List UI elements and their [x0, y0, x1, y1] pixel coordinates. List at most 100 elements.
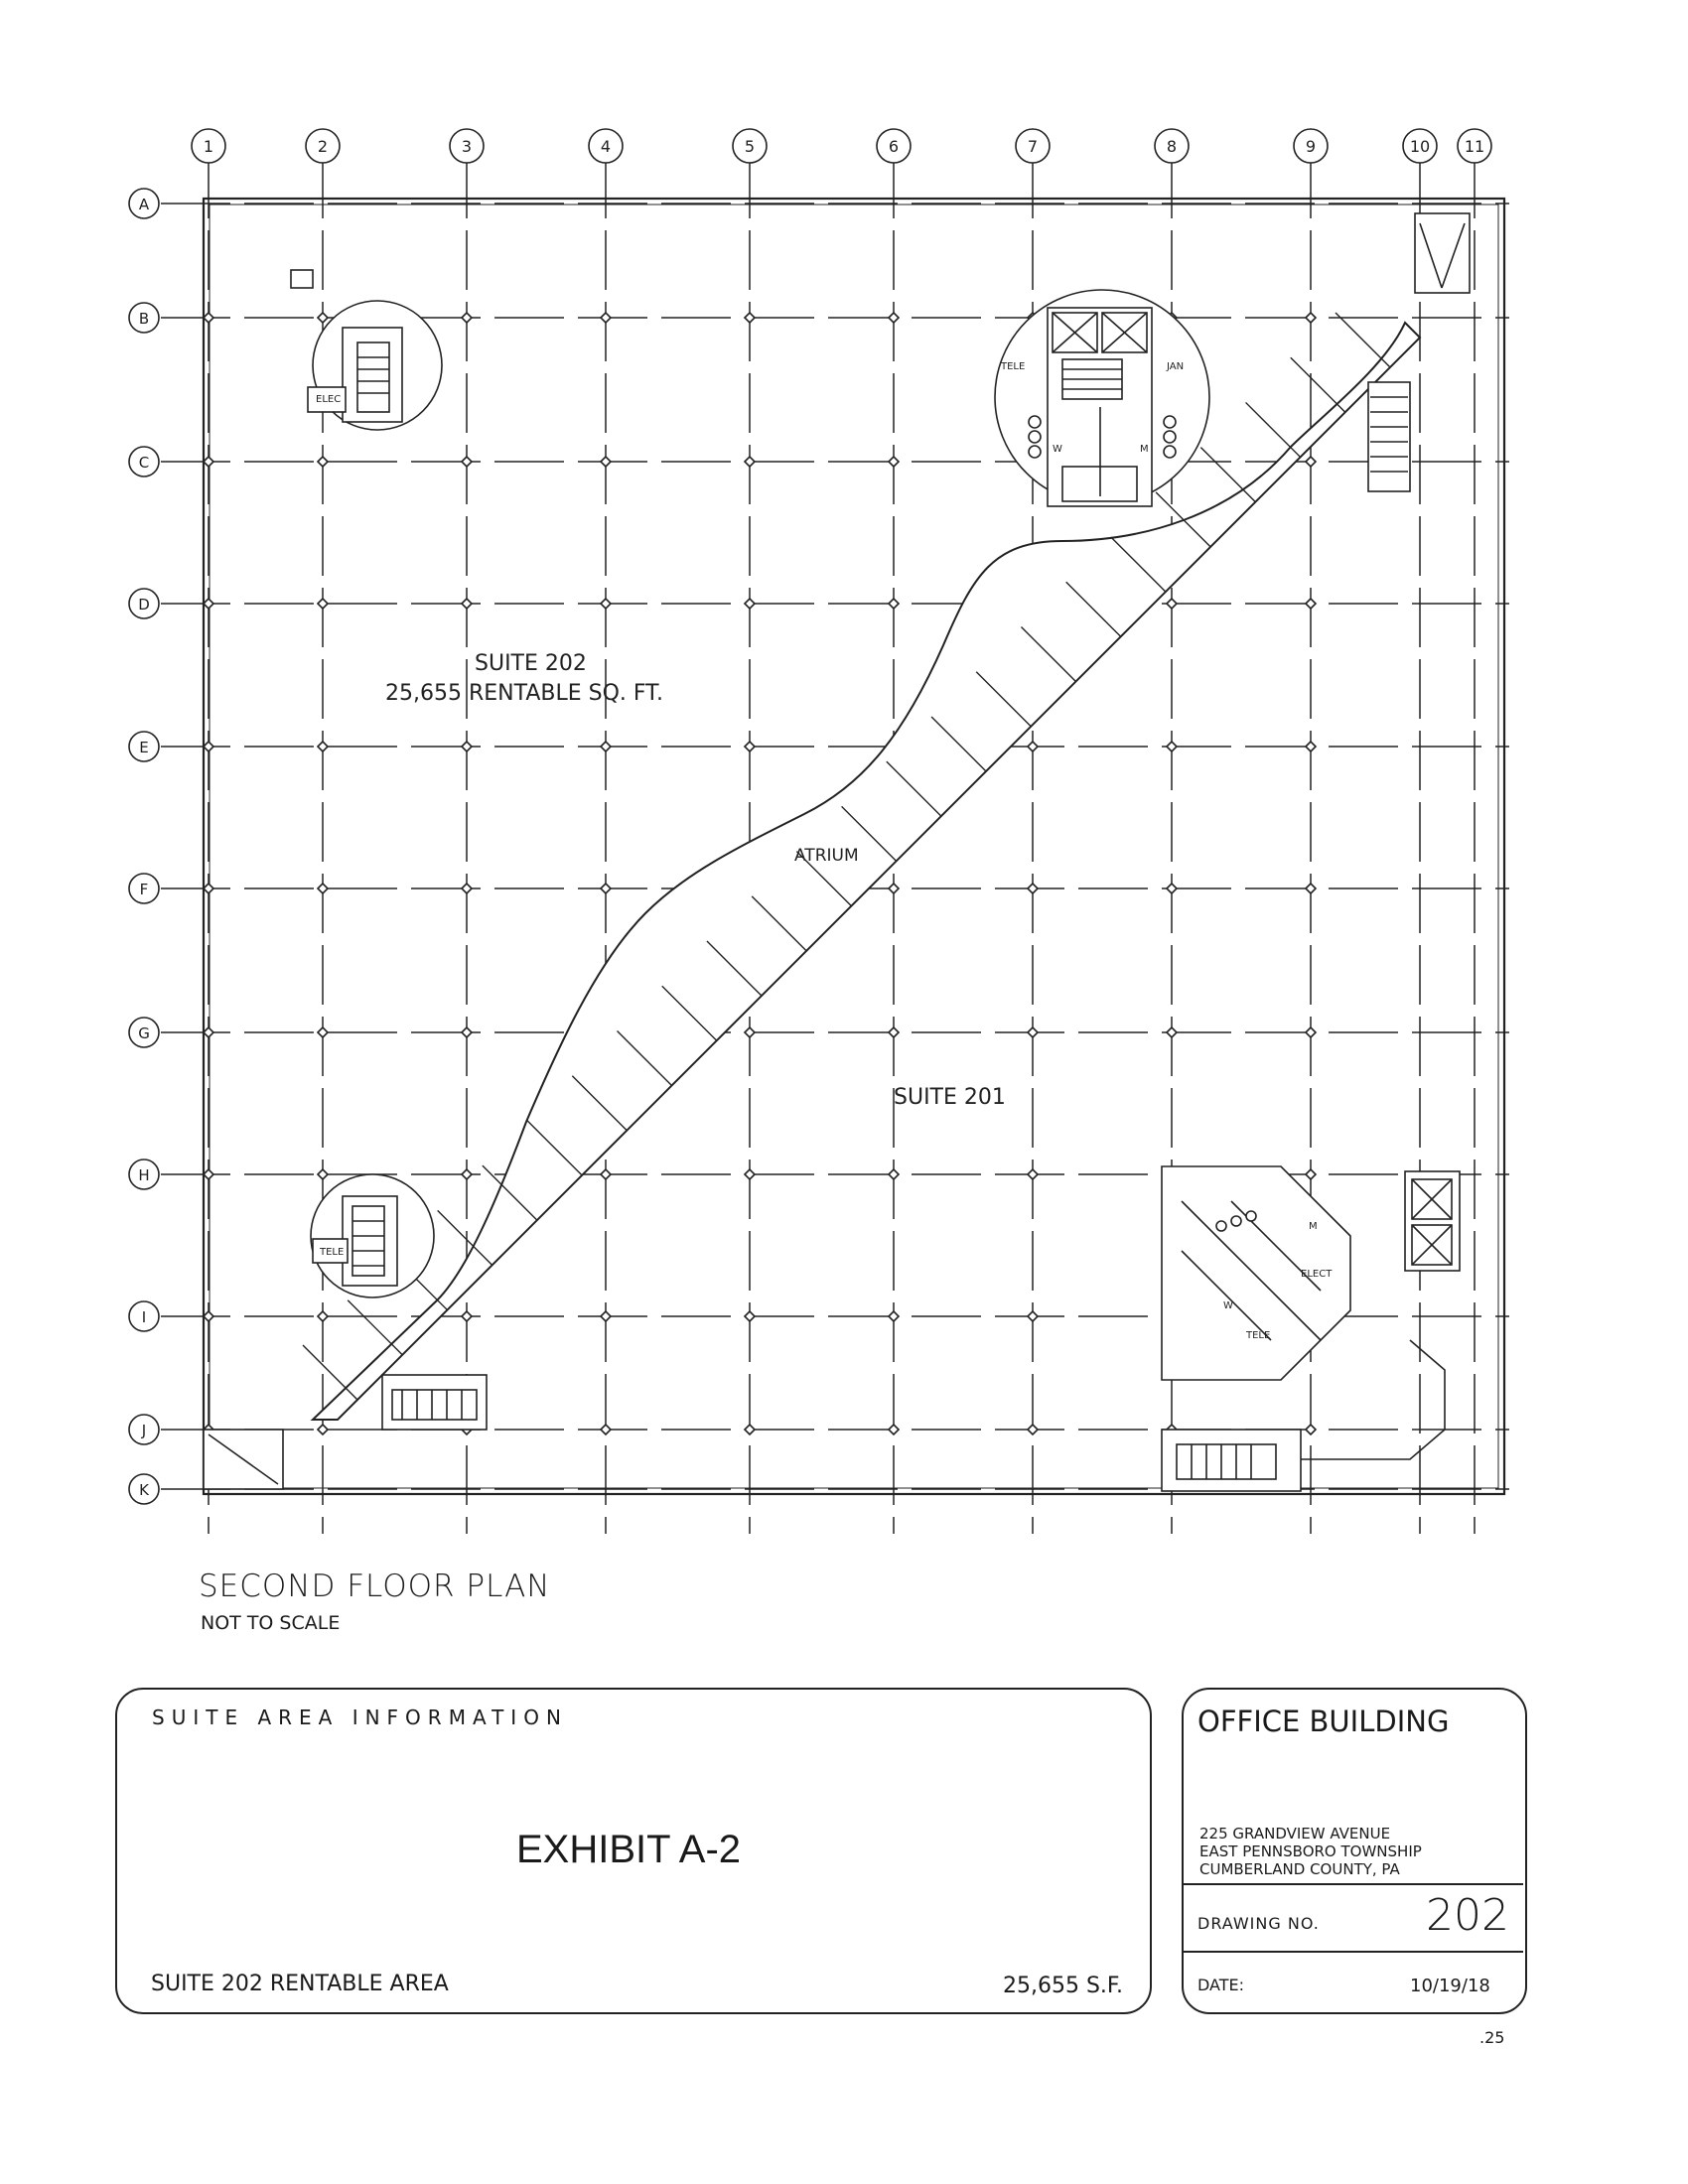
atrium-hatch-line	[526, 1120, 583, 1176]
atrium	[302, 312, 1422, 1421]
column-marker	[202, 597, 215, 611]
column-grid-bubble: 8	[1154, 128, 1190, 164]
column-marker	[887, 1423, 901, 1436]
column-grid-label: 8	[1167, 137, 1177, 156]
exhibit-label: EXHIBIT A-2	[516, 1828, 742, 1871]
column-marker	[743, 311, 757, 325]
column-marker	[743, 1167, 757, 1181]
column-marker	[1165, 1025, 1179, 1039]
column-marker	[743, 597, 757, 611]
atrium-hatch-line	[302, 1344, 358, 1401]
column-marker	[599, 597, 613, 611]
column-marker	[887, 1025, 901, 1039]
column-marker	[743, 1423, 757, 1436]
men-restroom-label: M	[1140, 444, 1149, 455]
title-block-divider	[1182, 1883, 1523, 1885]
column-marker	[1304, 1423, 1318, 1436]
atrium-hatch-line	[1065, 581, 1122, 637]
column-marker	[202, 1167, 215, 1181]
exterior-walls	[202, 197, 1506, 1496]
column-marker	[460, 597, 474, 611]
column-marker	[316, 597, 330, 611]
column-marker	[1304, 740, 1318, 753]
column-grid-bubble: 6	[876, 128, 912, 164]
column-marker	[316, 1025, 330, 1039]
column-marker	[887, 311, 901, 325]
row-grid-bubble: B	[128, 302, 160, 334]
column-marker	[887, 455, 901, 469]
date-label: DATE:	[1197, 1976, 1245, 1994]
column-grid-label: 4	[601, 137, 611, 156]
column-marker	[599, 311, 613, 325]
column-marker	[460, 1167, 474, 1181]
column-grid-bubble: 9	[1293, 128, 1329, 164]
column-marker	[599, 1167, 613, 1181]
column-marker	[1026, 1309, 1040, 1323]
column-grid-label: 10	[1410, 137, 1430, 156]
jan-room-label: JAN	[1166, 361, 1184, 372]
address-line-3: CUMBERLAND COUNTY, PA	[1199, 1860, 1400, 1878]
column-marker	[202, 455, 215, 469]
address-line-2: EAST PENNSBORO TOWNSHIP	[1199, 1843, 1422, 1860]
column-marker	[887, 1309, 901, 1323]
column-marker	[316, 740, 330, 753]
plan-subtitle: NOT TO SCALE	[201, 1612, 341, 1634]
tele-se-label: TELE	[1245, 1330, 1270, 1341]
row-grid-label: K	[139, 1481, 150, 1499]
column-marker	[1304, 882, 1318, 895]
atrium-hatch-line	[1155, 491, 1211, 548]
row-grid-bubble: G	[128, 1017, 160, 1048]
column-grid-bubble: 7	[1015, 128, 1051, 164]
row-grid-bubble: E	[128, 731, 160, 762]
atrium-hatch-line	[1199, 447, 1256, 503]
column-grid-bubble: 4	[588, 128, 624, 164]
column-grid-bubble: 5	[732, 128, 768, 164]
column-marker	[1165, 882, 1179, 895]
column-grid-bubble: 2	[305, 128, 341, 164]
drawing-number-label: DRAWING NO.	[1197, 1914, 1320, 1933]
column-marker	[1026, 740, 1040, 753]
atrium-hatch-line	[975, 671, 1032, 728]
row-grid-label: H	[138, 1166, 149, 1184]
row-grid-label: D	[138, 596, 150, 614]
building-outline	[202, 197, 1506, 1496]
men-restroom-se-label: M	[1309, 1221, 1318, 1232]
column-marker	[1304, 597, 1318, 611]
suite-201-label: SUITE 201	[894, 1085, 1006, 1110]
column-grid-bubble: 11	[1457, 128, 1492, 164]
column-marker	[1026, 882, 1040, 895]
atrium-hatch-line	[1110, 536, 1167, 593]
column-marker	[743, 455, 757, 469]
column-marker	[887, 1167, 901, 1181]
column-marker	[1026, 1167, 1040, 1181]
column-marker	[1026, 1423, 1040, 1436]
tele-room-label: TELE	[1000, 361, 1025, 372]
column-marker	[316, 455, 330, 469]
rentable-area-value: 25,655 S.F.	[1003, 1974, 1124, 1998]
column-marker	[743, 1309, 757, 1323]
row-grid-bubble: H	[128, 1159, 160, 1190]
women-restroom-label: W	[1053, 444, 1062, 455]
atrium-hatch-line	[1020, 626, 1076, 683]
stair-northeast	[1367, 212, 1471, 492]
column-marker	[316, 1423, 330, 1436]
column-grid-label: 6	[889, 137, 899, 156]
atrium-hatch-line	[571, 1075, 628, 1132]
address-line-1: 225 GRANDVIEW AVENUE	[1199, 1825, 1391, 1843]
atrium-hatch-line	[617, 1029, 673, 1086]
row-grid-bubble: J	[128, 1414, 160, 1445]
column-marker	[316, 311, 330, 325]
plan-title: SECOND FLOOR PLAN	[199, 1569, 551, 1604]
column-grid-label: 3	[462, 137, 472, 156]
column-grid-bubble: 3	[449, 128, 485, 164]
row-grid-label: G	[138, 1024, 150, 1042]
column-marker	[202, 1025, 215, 1039]
row-grid-bubble: D	[128, 588, 160, 619]
atrium-hatch-line	[886, 760, 942, 817]
column-marker	[743, 1025, 757, 1039]
atrium-hatch-line	[1245, 401, 1302, 458]
column-grid-bubble: 1	[191, 128, 226, 164]
atrium-hatch-line	[437, 1209, 493, 1266]
